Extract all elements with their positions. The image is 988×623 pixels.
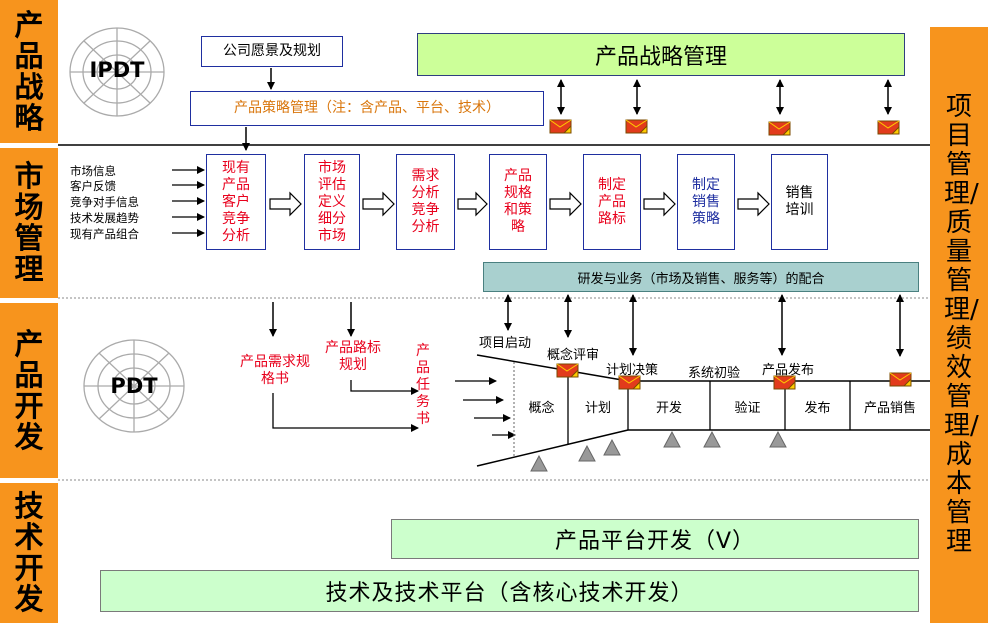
lane-development: 产品开发 [0,303,58,478]
core-tech-text: 技术及技术平台（含核心技术开发） [325,581,694,606]
market-step-3-text: 需求分析竞争分析 [411,168,440,235]
milestone-system-check: 系统初验 [688,366,741,381]
market-step-5: 制定产品路标 [583,154,641,250]
market-step-3: 需求分析竞争分析 [396,154,455,250]
doc-spec: 产品需求规格书 [238,354,312,388]
phase-develop: 开发 [655,400,682,416]
phase-sales: 产品销售 [863,400,916,416]
doc-task-text: 产品任务书 [416,343,430,427]
market-step-2: 市场评估定义细分市场 [304,154,360,250]
cooperation-text: 研发与业务（市场及销售、服务等）的配合 [577,271,825,287]
milestone-project-start: 项目启动 [479,336,532,351]
doc-roadmap: 产品路标规划 [323,340,383,374]
lane-technology: 技术开发 [0,483,58,623]
milestone-release: 产品发布 [762,363,815,378]
lane-development-label: 产品开发 [14,326,44,454]
vision-text: 公司愿景及规划 [223,43,321,59]
lane-market-label: 市场管理 [14,159,44,286]
ipdt-wheel-icon [69,27,165,117]
market-step-1-text: 现有产品客户竞争分析 [222,159,250,244]
platform-dev-box: 产品平台开发（V） [391,519,919,559]
doc-task: 产品任务书 [413,343,433,428]
market-step-7-text: 销售培训 [785,185,814,218]
phase-plan: 计划 [584,400,611,416]
market-step-5-text: 制定产品路标 [598,176,626,227]
market-step-6: 制定销售策略 [677,154,735,250]
management-bar: 项目管理/质量管理/绩效管理/成本管理 [930,27,988,623]
phase-concept: 概念 [528,400,555,416]
milestone-markers [549,119,912,390]
strategy-mgmt-box: 产品策略管理（注：含产品、平台、技术） [190,91,544,126]
management-bar-label: 项目管理/质量管理/绩效管理/成本管理 [944,92,979,557]
core-tech-box: 技术及技术平台（含核心技术开发） [100,570,919,612]
market-input-4: 现有产品组合 [70,227,139,241]
doc-roadmap-text: 产品路标规划 [325,340,381,373]
market-input-1: 客户反馈 [70,179,116,193]
platform-dev-text: 产品平台开发（V） [554,529,756,554]
product-strategy-box: 产品战略管理 [417,33,905,76]
flow-arrows [269,191,770,217]
market-step-1: 现有产品客户竞争分析 [206,154,266,250]
milestone-concept-review: 概念评审 [547,348,600,363]
market-step-7: 销售培训 [771,154,828,250]
vision-box: 公司愿景及规划 [201,36,343,67]
pdt-wheel-icon [83,339,185,433]
lane-strategy-label: 产品战略 [14,7,44,135]
market-step-4: 产品规格和策略 [489,154,547,250]
market-input-2: 竞争对手信息 [70,195,139,209]
market-input-0: 市场信息 [70,164,116,178]
pdt-label: PDT [110,374,158,398]
phase-verify: 验证 [734,400,761,416]
product-strategy-text: 产品战略管理 [594,44,727,70]
milestone-plan-decision: 计划决策 [606,363,659,378]
doc-spec-text: 产品需求规格书 [240,354,310,387]
review-triangles [530,430,787,472]
market-input-3: 技术发展趋势 [70,211,139,225]
market-step-2-text: 市场评估定义细分市场 [318,159,346,244]
ipdt-label: IPDT [89,58,145,82]
phase-release: 发布 [804,400,831,416]
lane-technology-label: 技术开发 [14,489,44,616]
strategy-mgmt-text: 产品策略管理（注：含产品、平台、技术） [234,100,500,116]
market-step-6-text: 制定销售策略 [692,176,720,227]
cooperation-bar: 研发与业务（市场及销售、服务等）的配合 [483,262,919,292]
lane-strategy: 产品战略 [0,0,58,143]
market-step-4-text: 产品规格和策略 [504,168,532,235]
lane-market: 市场管理 [0,148,58,298]
